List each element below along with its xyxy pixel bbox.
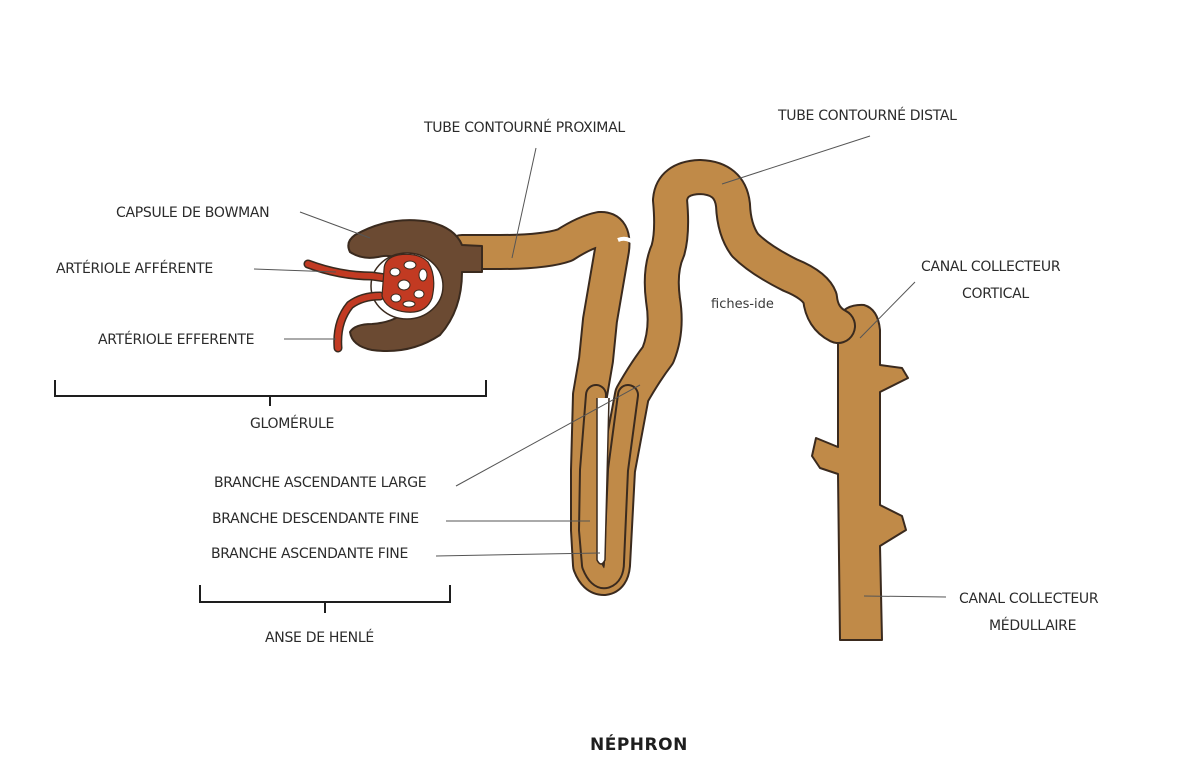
collecting-duct-trunk [812,305,908,640]
label-canal-cortical-line1: CANAL COLLECTEUR [921,256,1060,278]
label-canal-cortical-line2: CORTICAL [962,283,1029,305]
leader-capsule [300,212,370,238]
collecting-duct [812,305,908,640]
label-anse-henle: ANSE DE HENLÉ [265,627,374,649]
bracket-anse-henle [200,585,450,613]
leader-distal [722,136,870,184]
label-arteriole-efferente: ARTÉRIOLE EFFERENTE [98,329,254,351]
label-canal-medullaire-line1: CANAL COLLECTEUR [959,588,1098,610]
label-arteriole-afferente: ARTÉRIOLE AFFÉRENTE [56,258,213,280]
watermark-text: fiches-ide [711,297,774,312]
label-branche-asc-large: BRANCHE ASCENDANTE LARGE [214,472,426,494]
diagram-title: NÉPHRON [590,735,688,755]
label-capsule-bowman: CAPSULE DE BOWMAN [116,202,269,224]
label-tube-proximal: TUBE CONTOURNÉ PROXIMAL [424,117,625,139]
label-tube-distal: TUBE CONTOURNÉ DISTAL [778,105,957,127]
label-branche-desc-fine: BRANCHE DESCENDANTE FINE [212,508,419,530]
tubule-fill [462,177,838,578]
label-branche-asc-fine: BRANCHE ASCENDANTE FINE [211,543,408,565]
label-canal-medullaire-line2: MÉDULLAIRE [989,615,1076,637]
bracket-glomerule [55,380,486,406]
label-glomerule: GLOMÉRULE [250,413,334,435]
